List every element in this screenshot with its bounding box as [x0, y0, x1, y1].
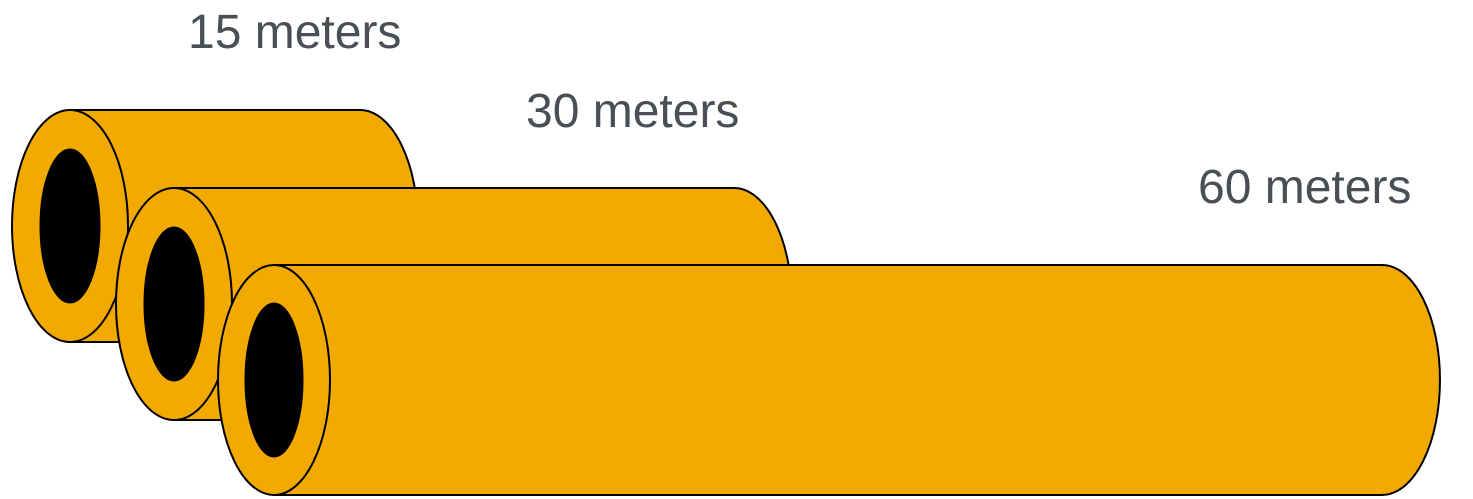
pipe-60-body: [273, 264, 1441, 496]
pipe-15-bore: [39, 148, 101, 304]
pipe-60-bore: [244, 302, 304, 458]
pipe-15-label: 15 meters: [188, 6, 401, 59]
pipe-30-label: 30 meters: [526, 85, 739, 138]
pipe-30-bore: [143, 226, 205, 382]
pipe-60-meters: 60 meters: [217, 161, 1441, 496]
pipe-60-label: 60 meters: [1198, 161, 1411, 214]
